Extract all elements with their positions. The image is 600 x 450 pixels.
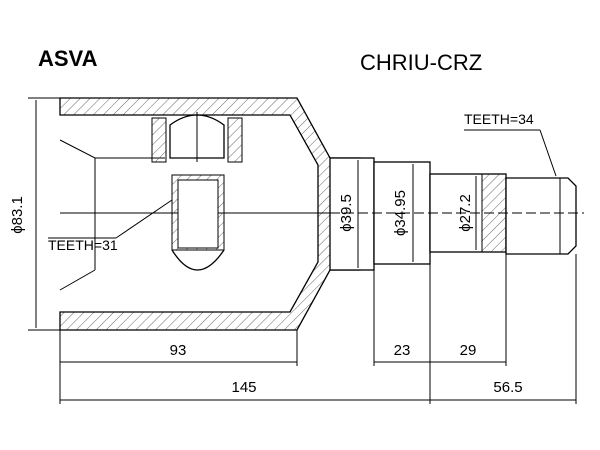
inner-cone [59,139,165,291]
cage-left [151,117,167,163]
label-total-length: 145 [231,379,256,396]
neck [329,157,375,271]
housing [59,97,361,331]
label-neck-diameter: ϕ39.5 [338,194,355,232]
dim-overall-diameter: ϕ83.1 [9,97,60,331]
label-outer-teeth: TEETH=34 [464,111,534,127]
note-inner-teeth: TEETH=31 [48,199,173,253]
label-shaft-length: 56.5 [493,379,522,396]
part-number: CHRIU-CRZ [360,50,482,75]
cage-right [227,117,243,163]
dim-row-2: 145 56.5 [60,379,576,401]
inner-spline-core [177,179,219,249]
label-spline-length: 29 [460,342,477,359]
note-outer-teeth: TEETH=34 [464,111,557,177]
inner-spline-end [171,249,225,271]
label-seal-diameter: ϕ34.95 [392,190,409,236]
shaft-tip [505,177,577,255]
dim-neck-diameter: ϕ39.5 [338,160,359,268]
brand-label: ASVA [38,46,98,71]
dim-spline-diameter: ϕ27.2 [457,176,477,250]
label-neck-length: 23 [394,342,411,359]
dim-seal-diameter: ϕ34.95 [392,164,414,262]
ball [169,114,225,159]
label-inner-teeth: TEETH=31 [48,237,118,253]
shaft [329,157,584,271]
label-housing-length: 93 [170,342,187,359]
label-overall-diameter: ϕ83.1 [9,196,26,234]
label-spline-diameter: ϕ27.2 [457,194,474,232]
dim-row-1: 93 23 29 [59,254,577,404]
